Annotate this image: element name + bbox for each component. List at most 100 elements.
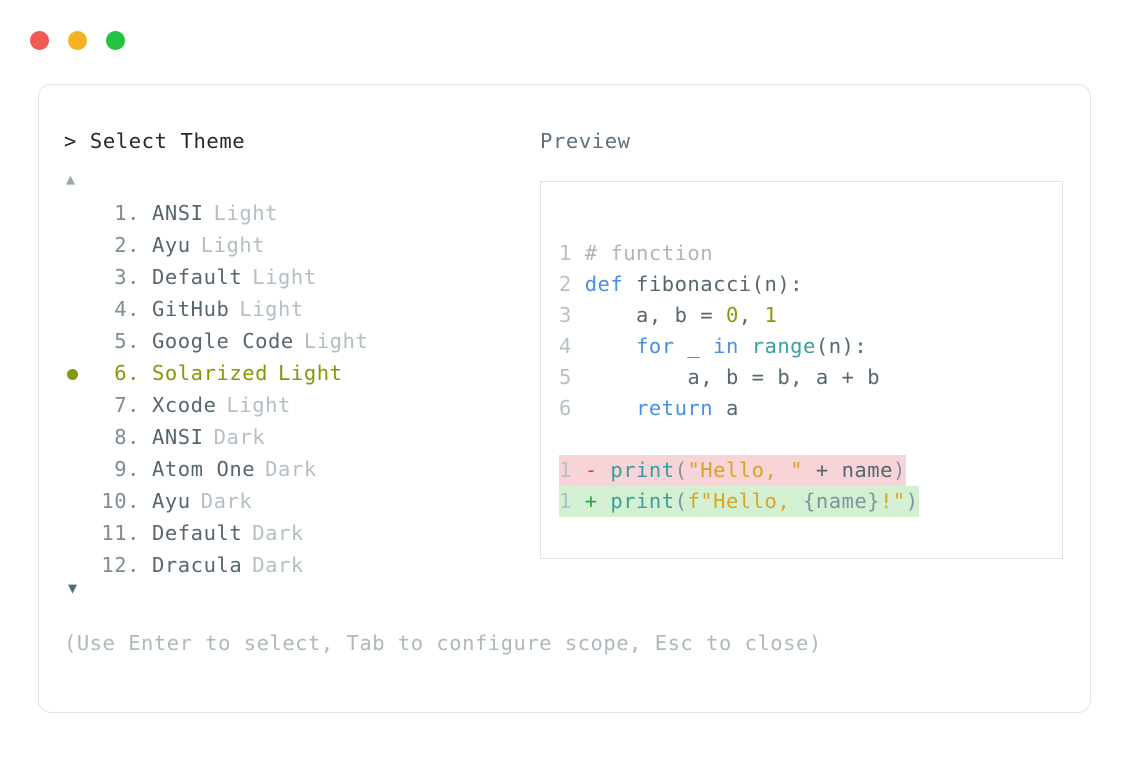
code-token: ( [674, 488, 688, 513]
diff-plus-sign: + [584, 488, 611, 513]
code-token: print [610, 488, 675, 513]
theme-item-variant: Dark [252, 552, 304, 577]
code-token: !" [880, 488, 906, 513]
theme-item-index: 10. [101, 488, 140, 513]
diff-row: 1 + print(f"Hello, {name}!") [559, 485, 919, 517]
diff-row: 1 - print("Hello, " + name) [559, 454, 919, 486]
theme-item-index: 12. [101, 552, 140, 577]
prompt-symbol: > [64, 129, 77, 153]
theme-list-item[interactable]: 9. Atom One Dark [64, 457, 534, 489]
code-token [585, 396, 636, 420]
code-token: (n): [751, 271, 804, 296]
theme-item-index: 6. [114, 360, 140, 385]
diff-block: 1 - print("Hello, " + name)1 + print(f"H… [559, 454, 919, 517]
code-token: + [803, 457, 842, 482]
diff-minus-sign: - [584, 457, 611, 482]
line-number: 2 [559, 271, 585, 296]
theme-item-index: 8. [114, 424, 140, 449]
theme-item-name: ANSI [152, 424, 204, 449]
theme-item-variant: Light [303, 328, 369, 353]
theme-list-item[interactable]: 8. ANSI Dark [64, 425, 534, 457]
line-number: 1 [559, 457, 585, 482]
line-number: 1 [559, 488, 585, 513]
code-token: name [841, 457, 893, 482]
preview-label: Preview [540, 129, 631, 153]
scroll-down-icon[interactable]: ▼ [68, 579, 78, 597]
theme-item-name: ANSI [152, 200, 204, 225]
code-token: f [687, 488, 701, 513]
code-token: range [751, 333, 816, 358]
theme-item-variant: Dark [252, 520, 304, 545]
code-token: fibonacci [623, 271, 752, 296]
theme-item-variant: Light [213, 200, 279, 225]
close-button[interactable] [30, 31, 49, 50]
code-token: in [713, 333, 739, 358]
line-number: 3 [559, 302, 585, 327]
code-line: 2 def fibonacci(n): [559, 269, 919, 300]
theme-list-item[interactable]: 11. Default Dark [64, 521, 534, 553]
scroll-up-icon[interactable]: ▲ [66, 169, 76, 188]
line-number: 4 [559, 333, 585, 358]
code-line: 3 a, b = 0, 1 [559, 300, 919, 331]
theme-item-index: 3. [114, 264, 140, 289]
window-traffic-lights [30, 31, 125, 50]
theme-list-item[interactable]: 6. Solarized Light [64, 361, 534, 393]
code-token: , [738, 302, 765, 327]
code-token: def [584, 271, 624, 296]
page-title-text: Select Theme [89, 129, 246, 153]
code-line: 1 # function [559, 238, 919, 269]
theme-item-name: GitHub [152, 296, 230, 321]
code-token: # function [584, 240, 714, 265]
code-token: 1 [764, 302, 778, 327]
theme-item-name: Xcode [152, 392, 217, 417]
diff-added-line: 1 + print(f"Hello, {name}!") [559, 485, 919, 517]
theme-item-name: Ayu [152, 232, 191, 257]
theme-item-name: Solarized [152, 360, 269, 385]
theme-item-index: 7. [114, 392, 140, 417]
code-token [739, 334, 752, 358]
theme-item-variant: Dark [265, 456, 317, 481]
page-title: > Select Theme [64, 131, 534, 152]
selected-bullet-icon [67, 368, 78, 380]
code-token: a [713, 395, 739, 420]
theme-item-index: 11. [101, 520, 140, 545]
theme-item-name: Default [152, 264, 243, 289]
theme-item-index: 9. [114, 456, 140, 481]
code-token: (n): [815, 333, 868, 358]
line-number: 6 [559, 395, 585, 420]
code-token [585, 334, 636, 358]
theme-item-variant: Light [200, 232, 266, 257]
theme-list-item[interactable]: 12. Dracula Dark [64, 553, 534, 585]
line-number: 5 [559, 364, 585, 389]
code-token: print [610, 457, 675, 482]
code-token: "Hello, " [687, 457, 804, 482]
theme-item-variant: Dark [213, 424, 266, 449]
code-token: _ [674, 333, 714, 358]
theme-list-item[interactable]: 1. ANSI Light [64, 201, 534, 233]
code-token: ) [892, 457, 906, 482]
keyboard-hint: (Use Enter to select, Tab to configure s… [64, 631, 822, 655]
code-token: ( [674, 457, 688, 482]
maximize-button[interactable] [106, 31, 125, 50]
theme-item-index: 1. [114, 200, 140, 225]
theme-item-name: Default [152, 520, 243, 545]
theme-item-variant: Dark [200, 488, 253, 513]
code-line: 6 return a [559, 393, 919, 424]
theme-item-index: 5. [114, 328, 140, 353]
theme-item-variant: Light [278, 360, 343, 385]
theme-item-variant: Light [226, 392, 291, 417]
code-token: a, b = [584, 302, 726, 327]
minimize-button[interactable] [68, 31, 87, 50]
theme-item-name: Dracula [152, 552, 243, 577]
theme-list-item[interactable]: 7. Xcode Light [64, 393, 534, 425]
theme-item-name: Atom One [152, 456, 256, 481]
